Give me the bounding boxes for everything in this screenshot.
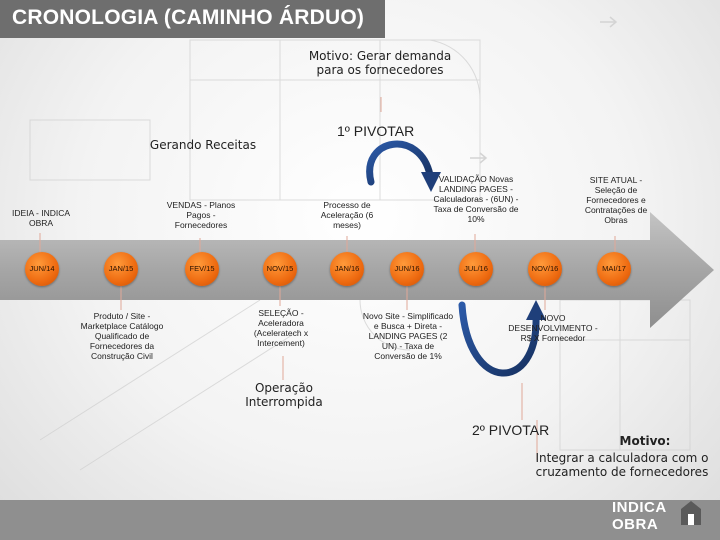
milestone-label: JUN/16 <box>394 264 420 273</box>
motivo-1: Motivo: Gerar demanda para os fornecedor… <box>308 49 452 78</box>
motivo-2-title: Motivo: <box>619 434 671 448</box>
title-bar: CRONOLOGIA (CAMINHO ÁRDUO) <box>0 0 385 38</box>
milestone-label: JUL/16 <box>464 264 488 273</box>
milestone-label: MAI/17 <box>602 264 626 273</box>
milestone-label: NOV/16 <box>531 264 559 273</box>
motivo-2-body: Integrar a calculadora com o cruzamento … <box>535 451 709 480</box>
pivot-1-arrow <box>366 140 441 192</box>
slide-title: CRONOLOGIA (CAMINHO ÁRDUO) <box>12 6 365 29</box>
milestone-nov-15: NOV/15 <box>263 252 297 286</box>
milestone-jul-16: JUL/16 <box>459 252 493 286</box>
milestone-label: NOV/15 <box>266 264 294 273</box>
milestone-label: JUN/14 <box>29 264 55 273</box>
pivot-1-label: 1º PIVOTAR <box>337 123 415 139</box>
pivot-2-label: 2º PIVOTAR <box>472 422 550 438</box>
milestone-label: JAN/15 <box>108 264 134 273</box>
note-vendas: VENDAS - Planos Pagos - Fornecedores <box>166 200 236 231</box>
house-icon <box>681 501 701 525</box>
note-validacao: VALIDAÇÃO Novas LANDING PAGES - Calculad… <box>433 174 519 225</box>
logo-text-line1: INDICA <box>612 499 667 516</box>
note-processo: Processo de Aceleração (6 meses) <box>320 200 374 231</box>
milestone-jun-14: JUN/14 <box>25 252 59 286</box>
milestone-label: JAN/16 <box>334 264 360 273</box>
pivot-2-arrow <box>458 300 546 377</box>
note-novo-desenvolvimento: NOVO DESENVOLVIMENTO - R$ X Fornecedor <box>508 313 598 344</box>
indica-obra-logo: INDICA OBRA <box>612 496 716 538</box>
note-site-atual: SITE ATUAL - Seleção de Fornecedores e C… <box>584 175 648 226</box>
note-produto: Produto / Site - Marketplace Catálogo Qu… <box>80 311 164 362</box>
milestone-jan-15: JAN/15 <box>104 252 138 286</box>
milestone-fev-15: FEV/15 <box>185 252 219 286</box>
note-ideia: IDEIA - INDICA OBRA <box>11 208 71 229</box>
note-gerando-receitas: Gerando Receitas <box>149 138 257 152</box>
logo-text-line2: OBRA <box>612 516 659 533</box>
footer-bar <box>0 500 720 540</box>
milestone-nov-16: NOV/16 <box>528 252 562 286</box>
connector-lines <box>39 97 616 460</box>
note-novo-site: Novo Site - Simplificado e Busca + Diret… <box>362 311 454 362</box>
milestone-jun-16: JUN/16 <box>390 252 424 286</box>
note-selecao: SELEÇÃO - Aceleradora (Aceleratech x Int… <box>253 308 309 349</box>
milestone-label: FEV/15 <box>189 264 215 273</box>
milestone-mai-17: MAI/17 <box>597 252 631 286</box>
note-operacao-interrompida: Operação Interrompida <box>245 381 323 410</box>
milestone-jan-16: JAN/16 <box>330 252 364 286</box>
